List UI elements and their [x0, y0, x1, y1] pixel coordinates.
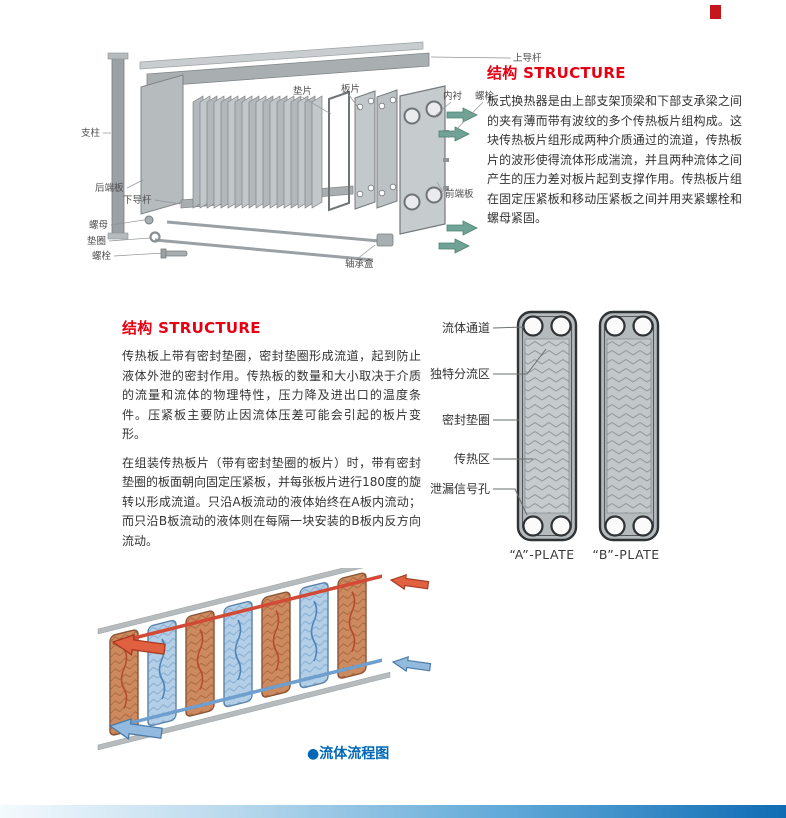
plate-leader-lines — [492, 326, 547, 516]
a-plate-caption: “A”-PLATE — [509, 547, 574, 562]
front-end-plate-part — [399, 85, 449, 235]
label-bolt-upper: 螺栓 — [475, 90, 495, 102]
label-heat-transfer-zone: 传热区 — [454, 451, 490, 466]
label-gasket: 垫片 — [293, 85, 312, 97]
label-distribution-zone: 独特分流区 — [430, 366, 490, 381]
label-plate: 板片 — [341, 83, 360, 95]
label-seal-gasket: 密封垫圈 — [442, 412, 490, 427]
b-plate-image — [598, 310, 660, 542]
label-liner: 内衬 — [443, 90, 463, 102]
structure-section-mid: 结构 STRUCTURE 传热板上带有密封垫圈，密封垫圈形成流道，起到防止液体外… — [122, 317, 421, 551]
structure-top-heading: 结构 STRUCTURE — [487, 64, 626, 82]
upper-guide-bar-part — [139, 41, 430, 88]
label-nut: 螺母 — [89, 220, 108, 231]
single-plate-parts — [354, 89, 398, 210]
structure-top-body: 板式换热器是由上部支架顶梁和下部支承梁之间的夹有薄而带有波纹的多个传热板片组构成… — [487, 94, 742, 225]
corner-mark — [710, 5, 721, 19]
support-column-part — [107, 52, 129, 240]
label-bolt-lower: 螺栓 — [92, 250, 112, 262]
fluid-flow-diagram — [97, 568, 432, 751]
label-washer: 垫圈 — [87, 235, 106, 247]
rear-end-plate-part — [140, 74, 184, 215]
label-bearing-box: 轴承盒 — [345, 258, 374, 270]
gasket-part — [328, 90, 350, 212]
structure-mid-body-2: 在组装传热板片（带有密封垫圈的板片）时，带有密封垫圈的板面朝向固定压紧板，并每张… — [122, 455, 421, 548]
flow-plate-stack — [97, 568, 391, 751]
label-fluid-channel: 流体通道 — [442, 321, 490, 335]
label-leak-signal-hole: 泄漏信号孔 — [430, 482, 490, 496]
clamping-bolt-parts — [144, 215, 391, 262]
label-upper-guide-bar: 上导杆 — [513, 52, 542, 64]
plate-stack-part — [192, 95, 323, 209]
plate-figure: 流体通道 独特分流区 密封垫圈 传热区 泄漏信号孔 “A”-PLATE “B”-… — [430, 310, 660, 562]
label-front-end-plate: 前端板 — [445, 188, 474, 200]
b-plate-caption: “B”-PLATE — [592, 547, 659, 562]
exploded-assembly-diagram: 上导杆 垫片 板片 内衬 螺栓 支柱 后端板 下导杆 螺母 垫圈 螺栓 轴承盒 … — [81, 41, 542, 270]
leader-lines — [103, 56, 512, 260]
label-lower-guide-bar: 下导杆 — [123, 194, 152, 206]
bearing-box-part — [376, 233, 394, 247]
structure-mid-heading: 结构 STRUCTURE — [122, 319, 261, 337]
a-plate-image — [516, 310, 578, 542]
structure-mid-body-1: 传热板上带有密封垫圈，密封垫圈形成流道，起到防止液体外泄的密封作用。传热板的数量… — [122, 349, 421, 441]
label-rear-end-plate: 后端板 — [95, 182, 124, 194]
flow-figure-caption: ●流体流程图 — [307, 746, 390, 762]
structure-section-top: 结构 STRUCTURE 板式换热器是由上部支架顶梁和下部支承梁之间的夹有薄而带… — [487, 62, 742, 229]
label-support-column: 支柱 — [81, 127, 101, 139]
footer-gradient-bar — [0, 805, 786, 818]
